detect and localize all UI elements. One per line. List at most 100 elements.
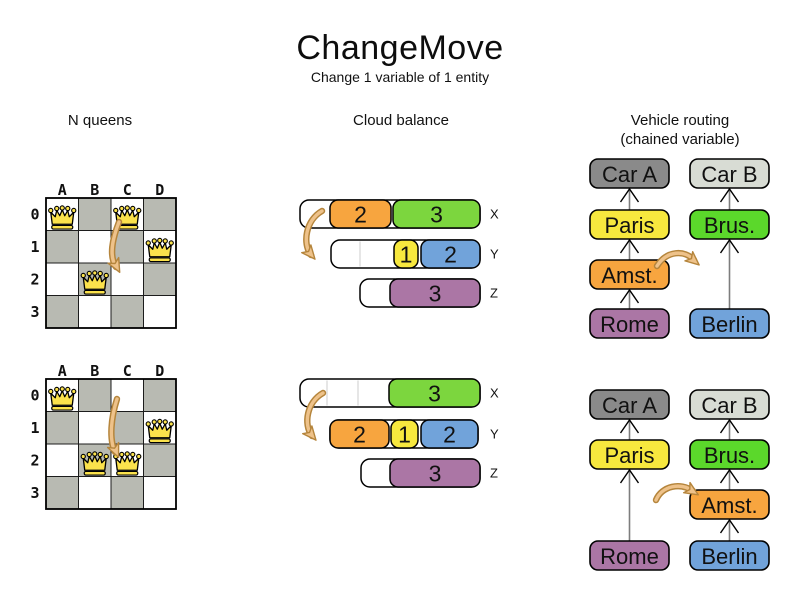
- queen-crown-ball: [103, 453, 109, 460]
- move-arrow-queens-top: [107, 218, 123, 274]
- board-cell: [45, 443, 79, 477]
- queen-icon: [48, 386, 77, 411]
- chain-arrowhead-icon: [619, 418, 640, 434]
- queen-crown-ball: [124, 205, 130, 211]
- queen-crown-body: [115, 455, 140, 471]
- vehicle-box: [589, 389, 670, 420]
- board-row-header: 1: [30, 419, 39, 437]
- computer-label: Y: [490, 247, 499, 262]
- queen-icon: [113, 451, 142, 476]
- chain-arrowhead-icon: [619, 288, 640, 304]
- vehicle-chain: Car B Brus. Amst. Berlin: [689, 389, 770, 571]
- queen-crown-ball: [86, 270, 92, 277]
- move-arrowhead-icon: [682, 481, 699, 496]
- board-column-header: C: [123, 362, 132, 380]
- board-cell: [78, 197, 112, 231]
- queen-crown-ball: [119, 451, 125, 458]
- section-header-nqueens: N queens: [67, 112, 133, 129]
- board-row-header: 1: [30, 238, 39, 256]
- queen-crown-ball: [80, 453, 86, 460]
- vehicle-box: [689, 389, 770, 420]
- vehicle-box-label: Berlin: [701, 544, 757, 569]
- process-value: 3: [428, 381, 441, 407]
- move-arrowhead-icon: [106, 441, 120, 459]
- queen-crown-ball: [48, 207, 54, 214]
- queen-crown-base: [83, 470, 106, 476]
- board-column-header: A: [58, 181, 67, 199]
- board-row-header: 0: [30, 205, 39, 223]
- process-value: 2: [444, 242, 457, 268]
- move-arrowhead-icon: [300, 244, 316, 260]
- queen-crown-ball: [54, 386, 60, 393]
- process-value: 2: [354, 202, 367, 228]
- vehicle-box-label: Brus.: [704, 443, 755, 468]
- queen-icon: [80, 270, 109, 295]
- board-cell: [78, 230, 112, 264]
- move-arrow-vehicle-bottom: [652, 481, 699, 504]
- queen-crown-ball: [65, 205, 71, 212]
- queen-crown-body: [50, 209, 75, 225]
- queen-crown-ball: [54, 205, 60, 212]
- process-block: [388, 378, 481, 408]
- queen-crown-ball: [145, 421, 151, 427]
- queen-icon: [48, 205, 77, 230]
- move-arrowhead-icon: [107, 256, 121, 274]
- section-header-vehicle: Vehicle routing (chained variable): [580, 111, 780, 149]
- chain-arrowhead-icon: [719, 518, 740, 534]
- cloud-computer-row-X: 2 3 X: [299, 199, 499, 229]
- queen-crown-ball: [145, 240, 151, 246]
- vehicle-box-label: Paris: [604, 443, 654, 468]
- move-arrow-cloud-bottom: [301, 389, 327, 441]
- vehicle-box: [589, 259, 670, 290]
- vehicle-box-label: Berlin: [701, 312, 757, 337]
- board-row-header: 2: [30, 270, 39, 288]
- queen-crown-ball: [92, 451, 98, 457]
- queen-crown-ball: [136, 207, 142, 214]
- vehicle-box: [589, 158, 670, 189]
- queen-crown-base: [148, 438, 171, 444]
- board-cell: [45, 262, 79, 296]
- board-cell: [78, 295, 112, 329]
- queen-icon: [80, 451, 109, 476]
- board-border: [45, 378, 177, 510]
- page-subtitle: Change 1 variable of 1 entity: [310, 69, 490, 85]
- queen-crown-ball: [168, 421, 174, 427]
- process-value: 3: [430, 202, 443, 228]
- section-header-vehicle-line2: (chained variable): [620, 131, 740, 148]
- board-cell: [110, 476, 144, 510]
- board-column-header: C: [123, 181, 132, 199]
- vehicle-box-label: Car B: [701, 393, 757, 418]
- queen-crown-body: [50, 390, 75, 406]
- queen-crown-ball: [80, 272, 86, 279]
- board-cell: [143, 443, 177, 477]
- computer-label: X: [490, 207, 499, 222]
- board-cell: [143, 476, 177, 510]
- queen-crown-ball: [119, 205, 125, 212]
- process-value: 3: [429, 461, 442, 487]
- vehicle-box-label: Car A: [602, 162, 657, 187]
- chain-arrowhead-icon: [619, 468, 640, 484]
- board-column-header: D: [155, 362, 164, 380]
- queen-crown-ball: [92, 270, 98, 276]
- board-cell: [45, 295, 79, 329]
- board-row-header: 3: [30, 484, 39, 502]
- chain-arrowhead-icon: [619, 238, 640, 254]
- board-cell: [78, 378, 112, 412]
- process-block: [390, 419, 419, 449]
- vehicle-box-label: Amst.: [701, 493, 757, 518]
- vehicle-box: [689, 158, 770, 189]
- process-block: [329, 419, 390, 449]
- vehicle-box: [589, 209, 670, 240]
- queen-crown-ball: [113, 207, 119, 214]
- move-arrow-cloud-top: [300, 207, 326, 260]
- process-block: [420, 419, 479, 449]
- board-cell: [143, 262, 177, 296]
- process-value: 2: [353, 422, 366, 448]
